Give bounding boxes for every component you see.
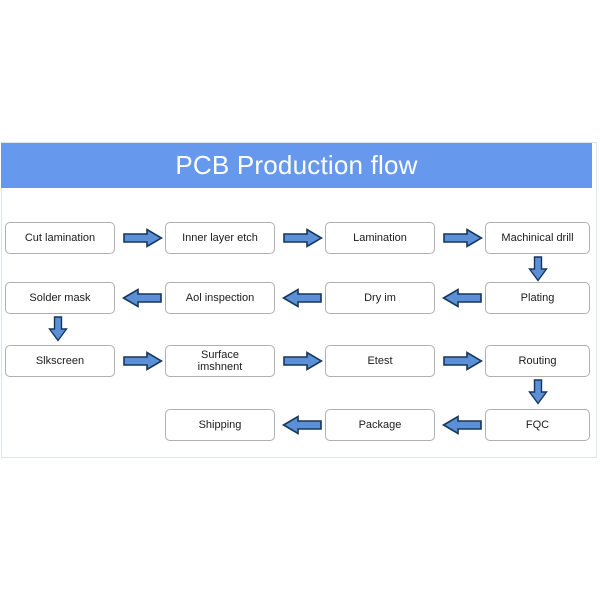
- node-cut-lamination[interactable]: Cut lamination: [5, 222, 115, 254]
- node-etest[interactable]: Etest: [325, 345, 435, 377]
- arrow-right-icon: [283, 351, 323, 371]
- node-surface-imshnent[interactable]: Surface imshnent: [165, 345, 275, 377]
- node-inner-layer-etch[interactable]: Inner layer etch: [165, 222, 275, 254]
- node-plating[interactable]: Plating: [485, 282, 590, 314]
- node-label: Machinical drill: [501, 231, 574, 244]
- arrow-right-icon: [123, 228, 163, 248]
- node-label: Dry im: [364, 291, 396, 304]
- node-label: Plating: [520, 291, 555, 304]
- arrow-left-icon: [120, 288, 162, 308]
- arrow-left-icon: [280, 415, 322, 435]
- arrow-left-icon: [440, 288, 482, 308]
- node-slkscreen[interactable]: Slkscreen: [5, 345, 115, 377]
- arrow-left-icon: [280, 288, 322, 308]
- node-fqc[interactable]: FQC: [485, 409, 590, 441]
- arrow-down-icon: [528, 256, 548, 282]
- node-aoi-inspection[interactable]: Aol inspection: [165, 282, 275, 314]
- node-shipping[interactable]: Shipping: [165, 409, 275, 441]
- node-label: Etest: [367, 354, 393, 367]
- node-label: FQC: [525, 418, 550, 431]
- arrow-down-icon: [48, 316, 68, 342]
- arrow-down-icon: [528, 379, 548, 405]
- diagram-title-band: PCB Production flow: [1, 143, 592, 188]
- node-label: Slkscreen: [35, 354, 85, 367]
- node-dry-im[interactable]: Dry im: [325, 282, 435, 314]
- node-label: Cut lamination: [24, 231, 96, 244]
- arrow-right-icon: [283, 228, 323, 248]
- node-label: Inner layer etch: [182, 231, 258, 244]
- node-label: Surface imshnent: [197, 348, 243, 373]
- arrow-left-icon: [440, 415, 482, 435]
- arrow-right-icon: [123, 351, 163, 371]
- page-title: PCB Production flow: [175, 150, 418, 180]
- node-label: Shipping: [198, 418, 242, 431]
- arrow-right-icon: [443, 228, 483, 248]
- node-label: Routing: [518, 354, 557, 367]
- node-lamination[interactable]: Lamination: [325, 222, 435, 254]
- node-solder-mask[interactable]: Solder mask: [5, 282, 115, 314]
- node-package[interactable]: Package: [325, 409, 435, 441]
- node-label: Package: [358, 418, 402, 431]
- node-label: Lamination: [353, 231, 407, 244]
- node-machinical-drill[interactable]: Machinical drill: [485, 222, 590, 254]
- node-label: Solder mask: [29, 291, 91, 304]
- node-label: Aol inspection: [185, 291, 255, 304]
- arrow-right-icon: [443, 351, 483, 371]
- node-routing[interactable]: Routing: [485, 345, 590, 377]
